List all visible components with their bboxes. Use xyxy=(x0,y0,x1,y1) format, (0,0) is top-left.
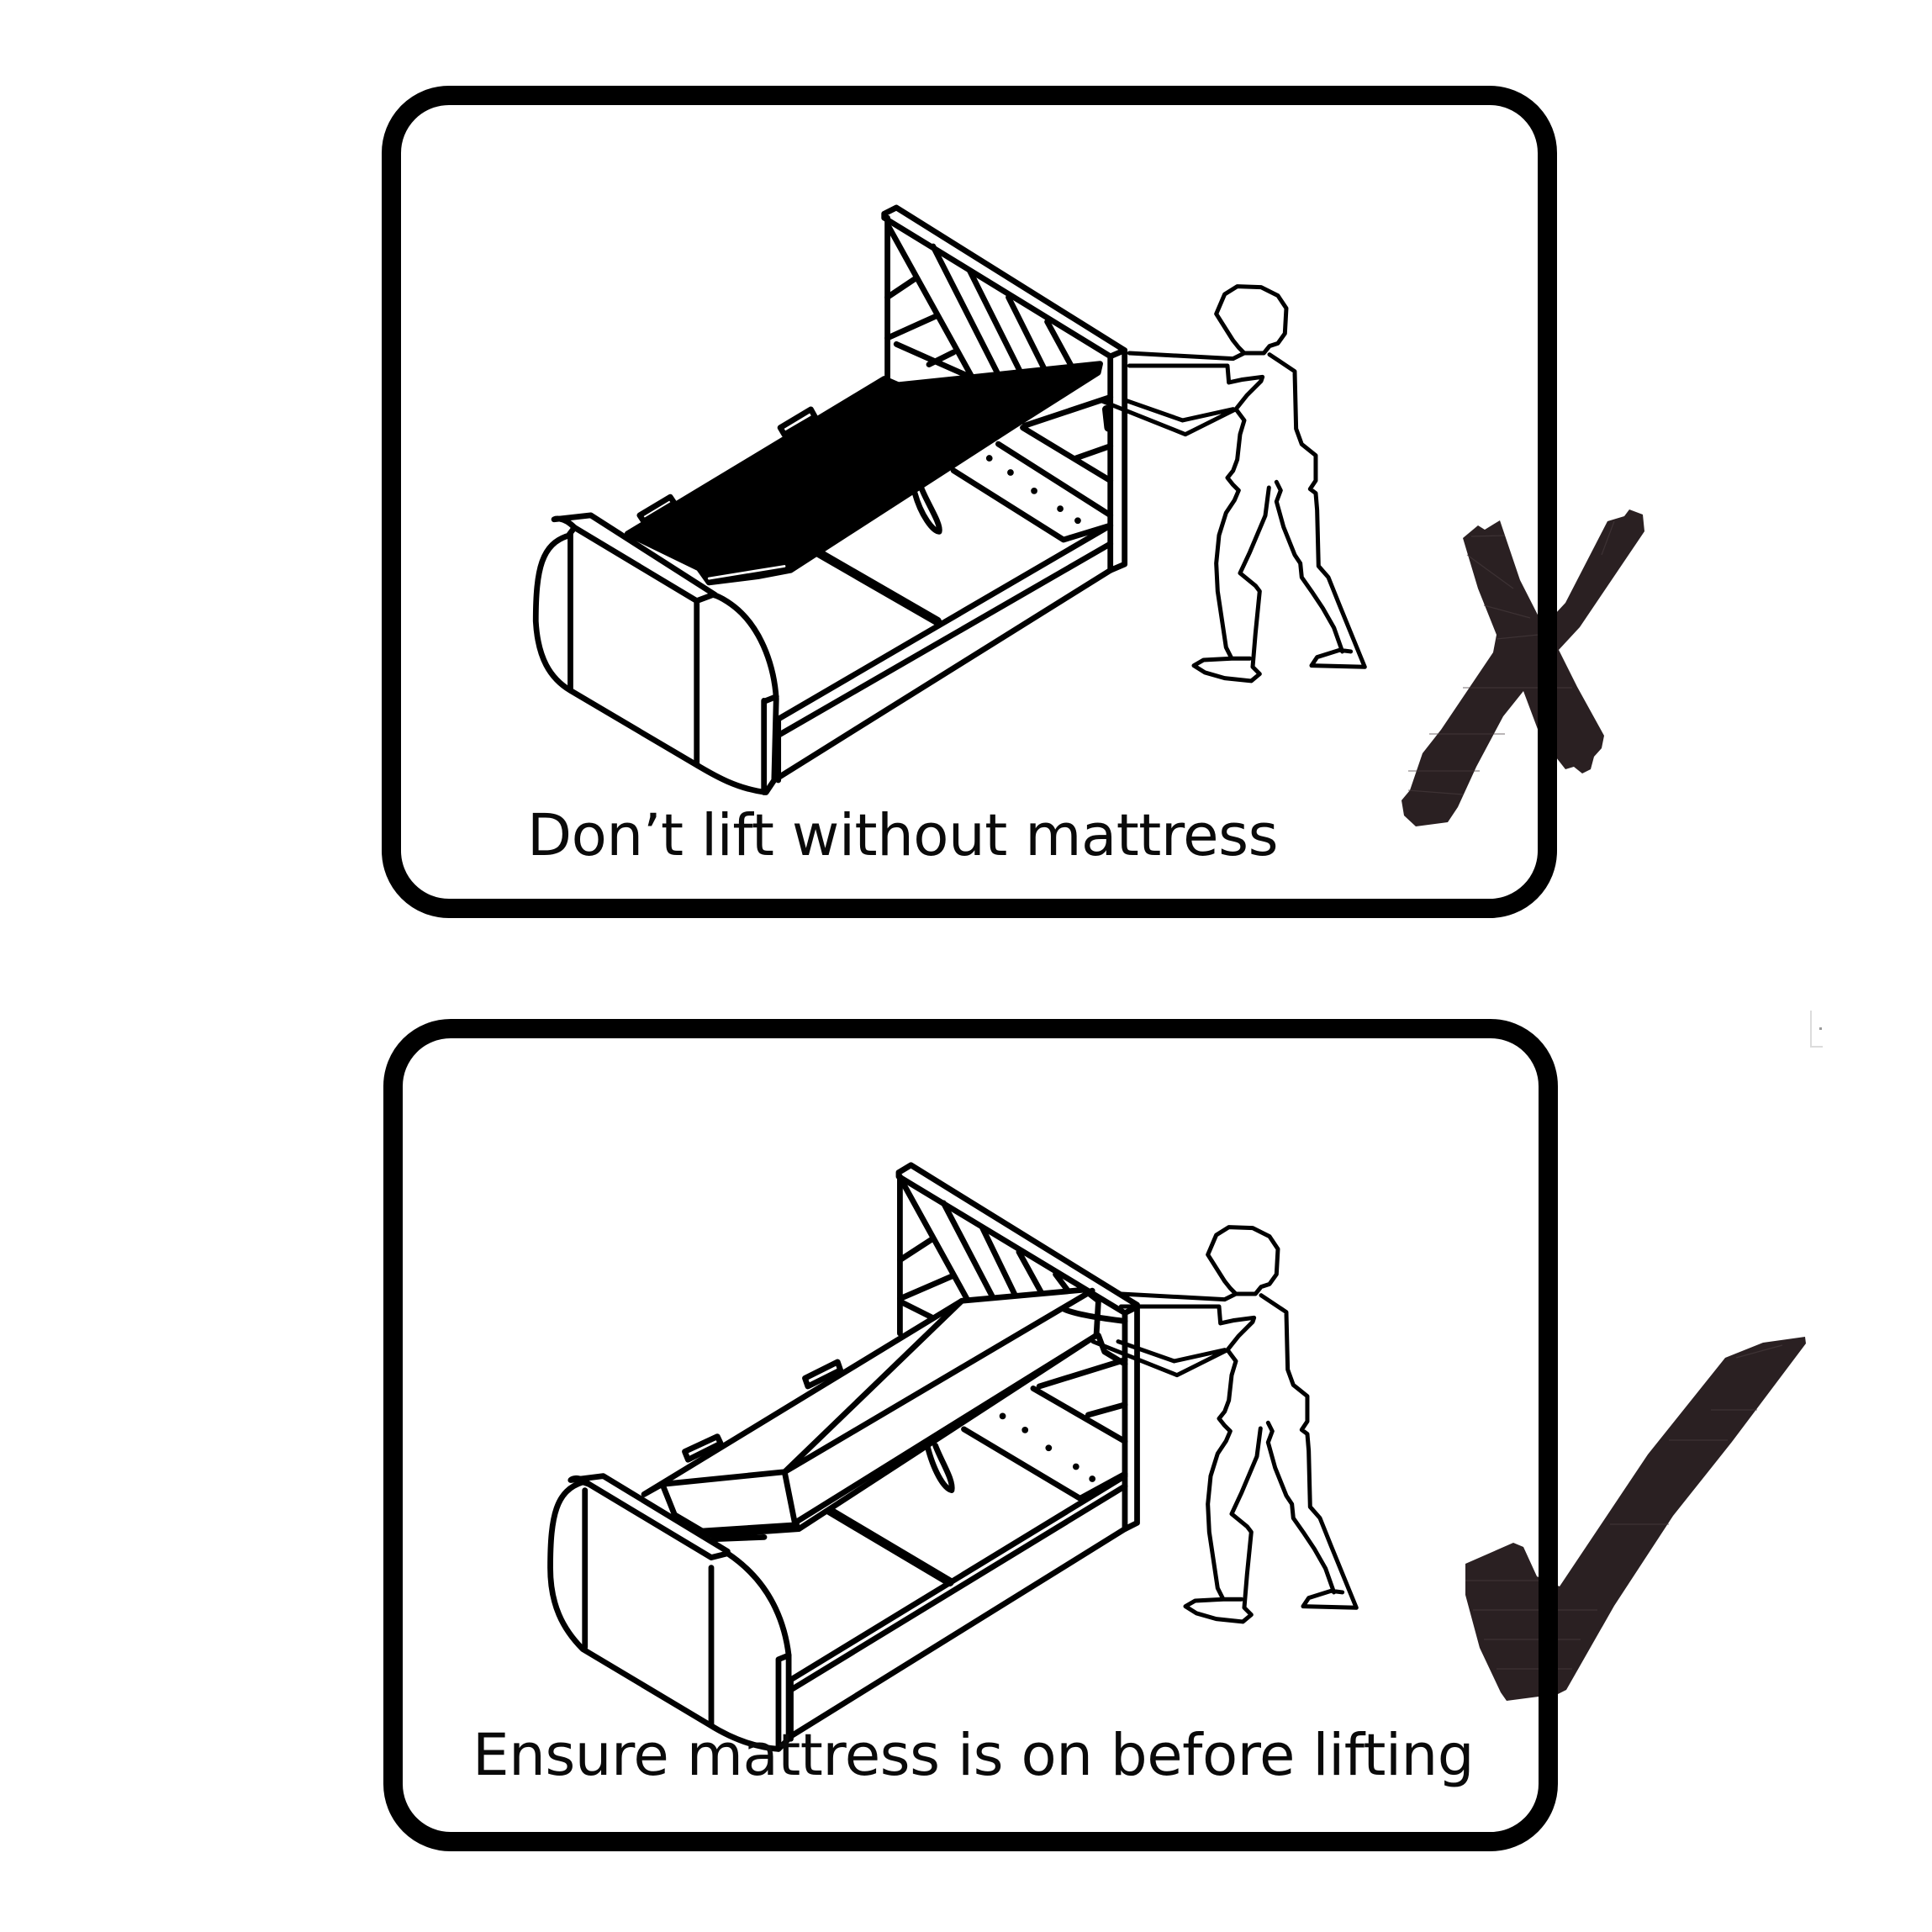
panel-dont-lift-without-mattress xyxy=(382,86,1557,918)
caption-ensure-mattress: Ensure mattress is on before lifting xyxy=(472,1722,1475,1789)
bed-without-mattress-illustration xyxy=(532,204,1128,795)
bed-with-mattress-illustration xyxy=(547,1162,1140,1752)
panel-ensure-mattress-on xyxy=(383,1019,1558,1851)
caption-dont-lift: Don’t lift without mattress xyxy=(527,802,1279,869)
scan-artifact xyxy=(1810,1011,1823,1048)
scan-artifact-dot xyxy=(1819,1027,1822,1030)
